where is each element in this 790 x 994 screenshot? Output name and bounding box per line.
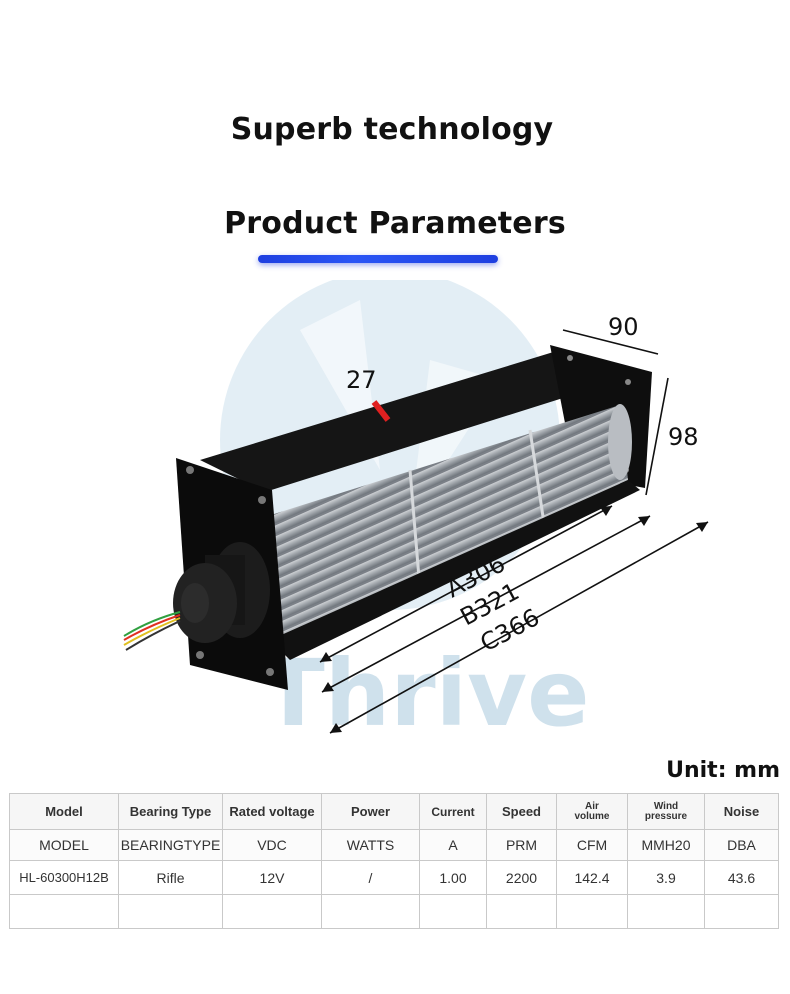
- dim-width-label: 90: [608, 313, 639, 341]
- value-noise: 43.6: [704, 860, 779, 895]
- unit-air-volume: CFM: [556, 829, 628, 861]
- title-underline-bar: [258, 255, 498, 263]
- header-power: Power: [321, 793, 420, 830]
- value-bearing-type: Rifle: [118, 860, 223, 895]
- unit-speed: PRM: [486, 829, 557, 861]
- unit-bearing-type: BEARINGTYPE: [118, 829, 223, 861]
- unit-wind-pressure: MMH20: [627, 829, 705, 861]
- parameters-table: Model Bearing Type Rated voltage Power C…: [9, 793, 779, 929]
- unit-rated-voltage: VDC: [222, 829, 322, 861]
- header-rated-voltage: Rated voltage: [222, 793, 322, 830]
- table-header-row: Model Bearing Type Rated voltage Power C…: [9, 793, 779, 830]
- dim-gap-label: 27: [346, 366, 377, 394]
- unit-model: MODEL: [9, 829, 119, 861]
- table-row: HL-60300H12B Rifle 12V / 1.00 2200 142.4…: [9, 860, 779, 895]
- watermark-text: Thrive: [262, 640, 590, 747]
- dim-height-label: 98: [668, 423, 699, 451]
- header-current: Current: [419, 793, 487, 830]
- unit-label: Unit: mm: [666, 758, 780, 783]
- value-rated-voltage: 12V: [222, 860, 322, 895]
- title-product-parameters: Product Parameters: [224, 206, 566, 241]
- unit-current: A: [419, 829, 487, 861]
- value-wind-pressure: 3.9: [627, 860, 705, 895]
- header-air-volume: Air volume: [556, 793, 628, 830]
- gap-marker: [371, 400, 391, 422]
- value-air-volume: 142.4: [556, 860, 628, 895]
- fan-dimension-illustration: Thrive: [123, 280, 709, 747]
- header-noise: Noise: [704, 793, 779, 830]
- header-model: Model: [9, 793, 119, 830]
- dimension-lines: [319, 329, 709, 734]
- header-bearing-type: Bearing Type: [118, 793, 223, 830]
- value-current: 1.00: [419, 860, 487, 895]
- table-empty-row: [9, 894, 779, 929]
- header-wind-pressure: Wind pressure: [627, 793, 705, 830]
- value-model: HL-60300H12B: [9, 860, 119, 895]
- unit-noise: DBA: [704, 829, 779, 861]
- fan-body: [123, 345, 652, 690]
- table-units-row: MODEL BEARINGTYPE VDC WATTS A PRM CFM MM…: [9, 829, 779, 861]
- value-speed: 2200: [486, 860, 557, 895]
- dimension-arrowheads: [320, 506, 708, 733]
- header-speed: Speed: [486, 793, 557, 830]
- title-superb-technology: Superb technology: [230, 112, 554, 147]
- value-power: /: [321, 860, 420, 895]
- unit-power: WATTS: [321, 829, 420, 861]
